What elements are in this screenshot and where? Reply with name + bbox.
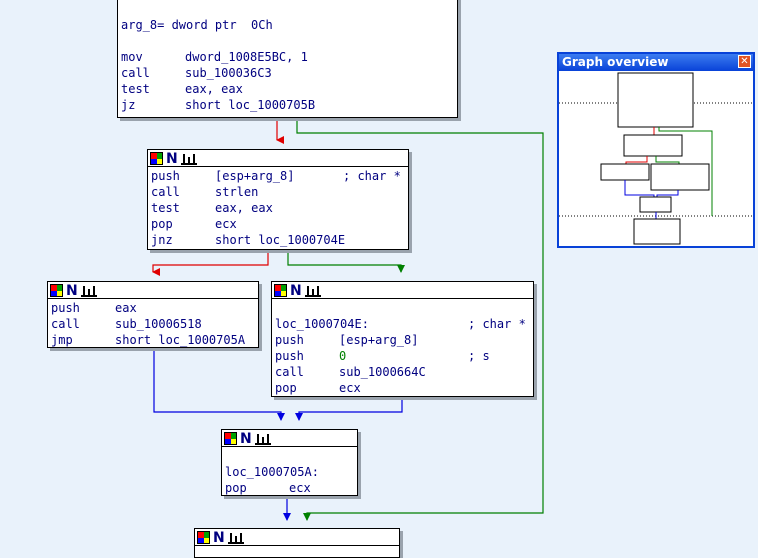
bar-graph-icon[interactable] — [304, 284, 321, 297]
block-toolbar: N — [222, 430, 357, 447]
graph-overview-titlebar[interactable]: Graph overview ✕ — [559, 54, 753, 71]
edge-block3-to-loc705a — [153, 348, 285, 421]
asm-line-blank — [121, 33, 454, 49]
code-block-loc_1000704E[interactable]: N loc_1000704E:; char * push[esp+arg_8] … — [271, 281, 534, 397]
color-palette-icon[interactable] — [50, 283, 63, 297]
rename-n-icon[interactable]: N — [240, 430, 252, 447]
close-icon[interactable]: ✕ — [738, 55, 751, 68]
asm-line[interactable]: push[esp+arg_8] — [275, 333, 419, 347]
bar-graph-icon[interactable] — [180, 152, 197, 165]
asm-line-blank — [225, 448, 354, 464]
color-palette-icon[interactable] — [224, 431, 237, 445]
asm-line[interactable]: arg_8= dword ptr 0Ch — [121, 18, 273, 32]
color-palette-icon[interactable] — [274, 283, 287, 297]
edge-top-to-loc705b — [296, 118, 544, 521]
edge-strlen-to-block3 — [152, 250, 269, 276]
rename-n-icon[interactable]: N — [213, 529, 225, 546]
color-palette-icon[interactable] — [150, 151, 163, 165]
asm-line-blank — [275, 300, 530, 316]
edge-loc704e-to-loc705a — [295, 397, 403, 421]
bar-graph-icon[interactable] — [80, 284, 97, 297]
graph-overview-title: Graph overview — [562, 55, 669, 69]
edge-strlen-to-loc704e — [287, 250, 405, 273]
code-block-loc_1000705B[interactable]: N — [194, 528, 400, 558]
asm-label-line[interactable]: loc_1000705A: — [225, 465, 319, 479]
block-toolbar: N — [272, 282, 533, 299]
block-toolbar: N — [48, 282, 258, 299]
graph-edges — [152, 118, 544, 521]
rename-n-icon[interactable]: N — [166, 150, 178, 167]
color-palette-icon[interactable] — [197, 530, 210, 544]
bar-graph-icon[interactable] — [254, 432, 271, 445]
asm-label-line[interactable]: loc_1000704E:; char * — [275, 317, 526, 331]
rename-n-icon[interactable]: N — [66, 282, 78, 299]
graph-overview-canvas[interactable] — [559, 71, 753, 246]
graph-overview-minimap — [559, 72, 753, 245]
bar-graph-icon[interactable] — [227, 531, 244, 544]
block-toolbar: N — [148, 150, 408, 167]
asm-line[interactable]: push[esp+arg_8]; char * — [151, 169, 401, 183]
graph-overview-window[interactable]: Graph overview ✕ — [557, 52, 755, 248]
rename-n-icon[interactable]: N — [290, 282, 302, 299]
